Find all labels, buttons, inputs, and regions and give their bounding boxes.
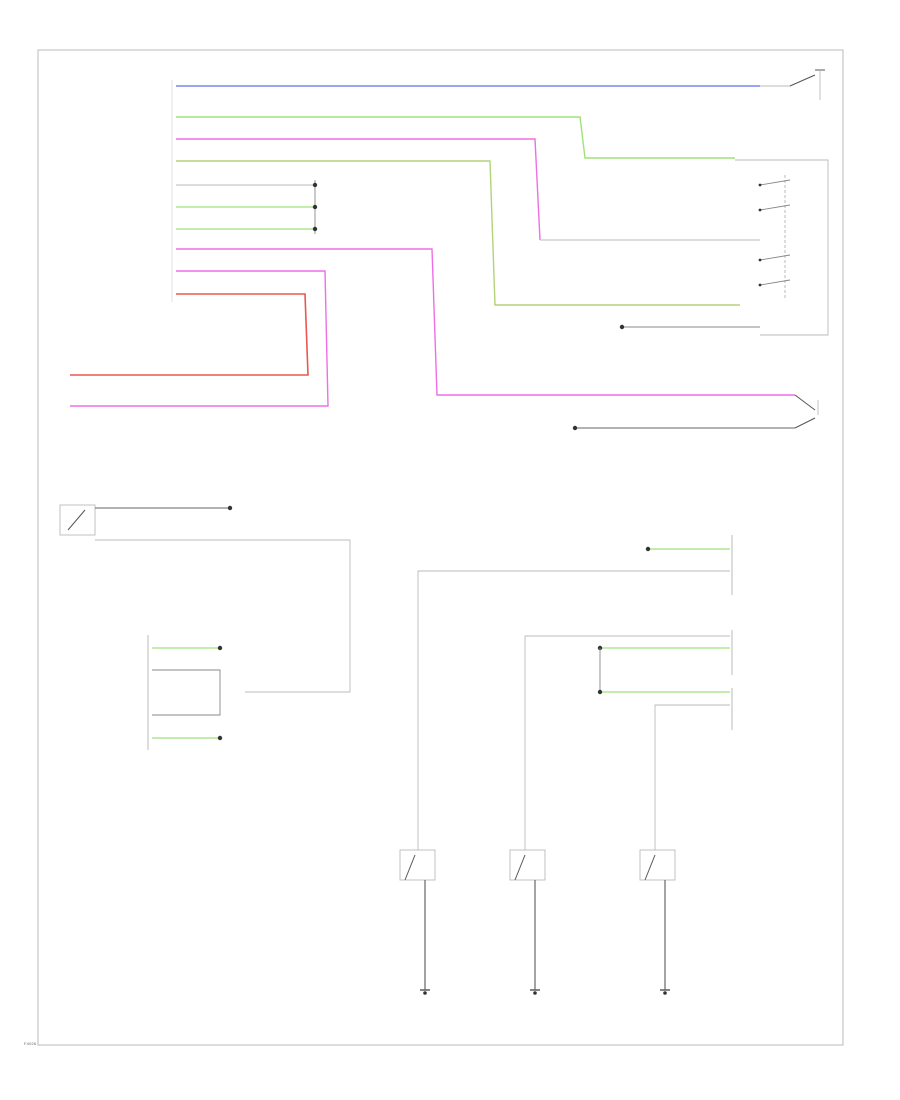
left-rear-door-switch xyxy=(524,630,733,850)
wire-pink-lower xyxy=(70,270,329,407)
headlamp-switch-assembly xyxy=(735,159,829,336)
footer-code: F4026 xyxy=(24,1041,37,1046)
park-brake-switch xyxy=(789,69,825,100)
wire-green xyxy=(176,116,735,159)
wire-lime xyxy=(176,160,740,306)
right-rear-door-latch xyxy=(639,849,676,995)
driver-door-latch xyxy=(59,504,351,693)
wire-red xyxy=(70,293,309,376)
left-rear-door-latch xyxy=(509,849,546,995)
driver-door-switch xyxy=(147,635,223,750)
wire-pink-hood xyxy=(176,248,795,396)
passenger-door-switch xyxy=(417,535,733,850)
diagram-frame xyxy=(37,49,844,1046)
wires-junction xyxy=(176,180,318,234)
passenger-door-latch xyxy=(399,849,436,995)
wire-pink-headlamp xyxy=(176,138,760,241)
right-rear-door-switch xyxy=(597,688,733,850)
hood-switch xyxy=(794,394,819,429)
